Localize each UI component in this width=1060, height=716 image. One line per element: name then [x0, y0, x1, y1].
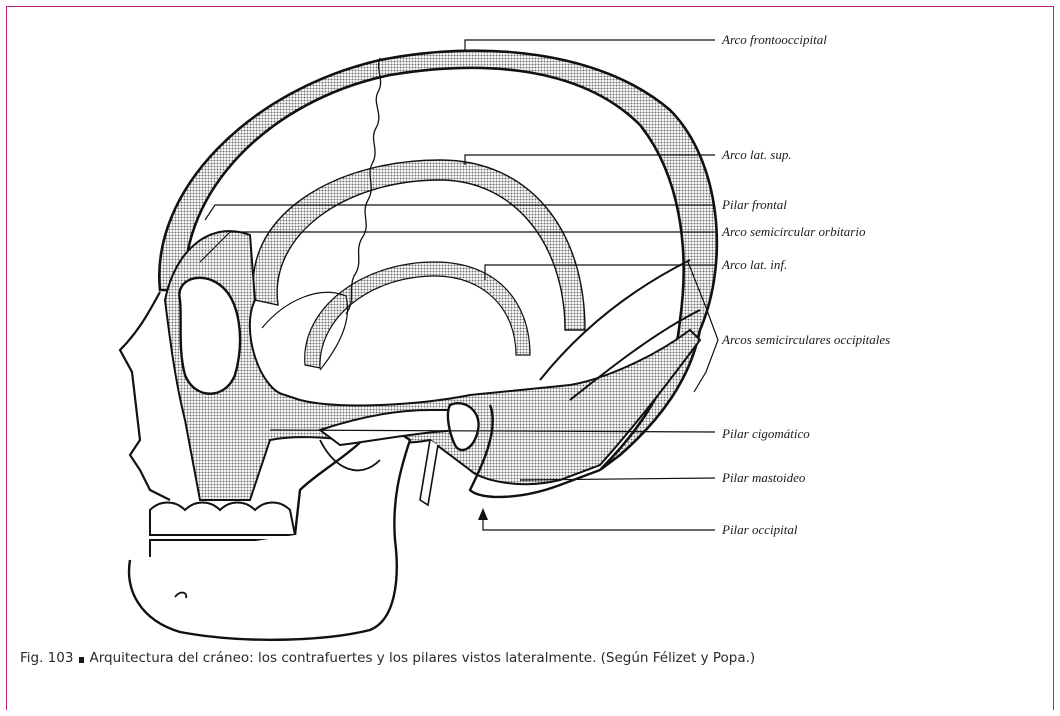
label-pilar-cigomatico: Pilar cigomático [722, 426, 810, 442]
label-arco-lat-sup: Arco lat. sup. [722, 147, 792, 163]
leader-lat-inf [485, 265, 715, 280]
label-pilar-mastoideo: Pilar mastoideo [722, 470, 805, 486]
label-pilar-frontal: Pilar frontal [722, 197, 787, 213]
occipital-arrow [478, 508, 488, 520]
leader-frontooccipital [465, 40, 715, 50]
label-arco-semicircular-orbitario: Arco semicircular orbitario [722, 224, 865, 240]
styloid-process [420, 440, 438, 505]
figure-caption: Fig. 103 Arquitectura del cráneo: los con… [20, 650, 1040, 666]
label-arco-lat-inf: Arco lat. inf. [722, 257, 787, 273]
leader-occipital [483, 515, 715, 530]
label-pilar-occipital: Pilar occipital [722, 522, 797, 538]
caption-text: Arquitectura del cráneo: los contrafuert… [89, 650, 755, 666]
label-arcos-semicirculares-occipitales: Arcos semicirculares occipitales [722, 332, 890, 348]
caption-bullet [79, 657, 84, 663]
label-arco-frontooccipital: Arco frontooccipital [722, 32, 827, 48]
upper-teeth [150, 503, 295, 536]
arco-lat-inf-band [305, 262, 530, 368]
arco-lat-sup-band [253, 160, 585, 330]
figure-number: Fig. 103 [20, 650, 73, 666]
face-profile [120, 292, 170, 500]
